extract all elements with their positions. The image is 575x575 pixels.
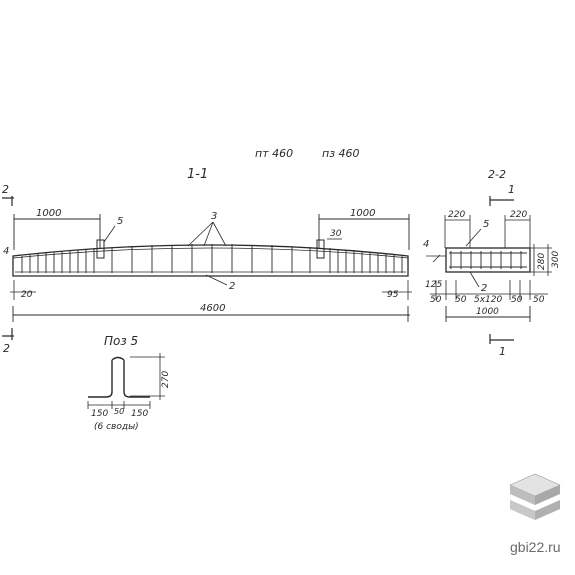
- dim-top-lines: [444, 215, 531, 248]
- section-1-1-title: 1-1: [187, 167, 208, 182]
- dim-end-left-line: [10, 280, 36, 300]
- callout-5: 5: [117, 216, 123, 227]
- dim-total-4600: 4600: [200, 303, 225, 314]
- section-1-1: 1-1 2 2 1000 1000 5 3 30 4: [2, 167, 412, 355]
- dim-line-total: [12, 306, 410, 322]
- cut-mark-2-top-line: [2, 196, 14, 206]
- beam-outline: [12, 244, 409, 277]
- detail-dim-150-right: 150: [131, 409, 148, 419]
- callout-2-s2-leader: [469, 271, 480, 288]
- dim-total-1000: 1000: [476, 307, 499, 317]
- callout-3: 3: [211, 211, 217, 222]
- dim-top-right: 220: [510, 210, 527, 220]
- detail-dim-50: 50: [114, 407, 124, 416]
- dim-bottom-2: 5x120: [474, 295, 503, 305]
- dim-total-line-s2: [445, 306, 531, 322]
- section-2-2: 2-2 1 1 220 220 5 4 280 300 125 2: [423, 168, 561, 358]
- dim-end-right-line: [382, 280, 412, 300]
- dim-bottom-1: 50: [455, 295, 467, 305]
- dim-bottom-0: 50: [430, 295, 442, 305]
- lifting-loop-right: [316, 239, 325, 259]
- callout-5-leader: [103, 225, 116, 243]
- cut-mark-2-bottom: 2: [3, 342, 10, 355]
- dim-125: 125: [425, 280, 442, 290]
- callout-5-s2-leader: [465, 228, 482, 247]
- callout-4-left: 4: [3, 246, 9, 257]
- dim-right-1000: 1000: [350, 208, 375, 219]
- dim-left-1000: 1000: [36, 208, 61, 219]
- detail-dim-150-left: 150: [91, 409, 108, 419]
- detail-pos5-note: (6 своды): [94, 422, 139, 432]
- dim-bottom-4: 50: [533, 295, 545, 305]
- detail-pos5: Поз 5 270 150 50 150 (6 своды): [87, 334, 171, 432]
- detail-pos5-title: Поз 5: [104, 334, 138, 348]
- callout-2: 2: [229, 281, 235, 292]
- mark-pt460: пт 460: [255, 147, 293, 160]
- section-outline: [445, 247, 531, 273]
- lifting-loop-left: [96, 239, 105, 259]
- watermark-logo: [509, 473, 561, 520]
- section-rebars: [449, 251, 527, 269]
- mark-pz460: пз 460: [322, 147, 360, 160]
- stirrups: [21, 244, 403, 273]
- dim-height-280: 280: [537, 253, 547, 270]
- cut-mark-2-top: 2: [2, 183, 9, 196]
- callout-5-s2: 5: [483, 219, 489, 230]
- callout-2-leader: [205, 274, 228, 286]
- callout-4-right: 4: [423, 239, 429, 250]
- dim-end-left: 20: [21, 290, 33, 300]
- detail-pos5-height-dim: [130, 353, 165, 400]
- callout-4-right-leader: [426, 254, 446, 263]
- dim-30: 30: [330, 229, 342, 239]
- callout-2-s2: 2: [481, 283, 487, 294]
- detail-pos5-bottom-dim: [87, 401, 151, 409]
- dim-top-left: 220: [448, 210, 465, 220]
- section-2-2-title: 2-2: [488, 168, 506, 181]
- dim-height-300: 300: [551, 251, 561, 268]
- callout-3-leaders: [187, 221, 227, 247]
- cut-mark-1-top-line: [489, 196, 514, 206]
- cut-mark-2-bottom-line: [2, 328, 14, 340]
- detail-dim-270: 270: [161, 371, 171, 388]
- detail-pos5-loop: [88, 356, 150, 398]
- dim-height-lines: [530, 244, 552, 276]
- cut-mark-1-bottom-line: [489, 334, 514, 344]
- watermark-site: gbi22.ru: [510, 539, 561, 555]
- dim-line-left-1000: [13, 214, 101, 250]
- cut-mark-1-bottom: 1: [499, 345, 506, 358]
- dim-end-right: 95: [387, 290, 399, 300]
- dim-bottom-line: [430, 280, 548, 300]
- dim-bottom-3: 50: [511, 295, 523, 305]
- beam-top-rebar: [12, 247, 409, 259]
- cut-mark-1-top: 1: [508, 183, 515, 196]
- dim-line-right-1000: [318, 214, 410, 250]
